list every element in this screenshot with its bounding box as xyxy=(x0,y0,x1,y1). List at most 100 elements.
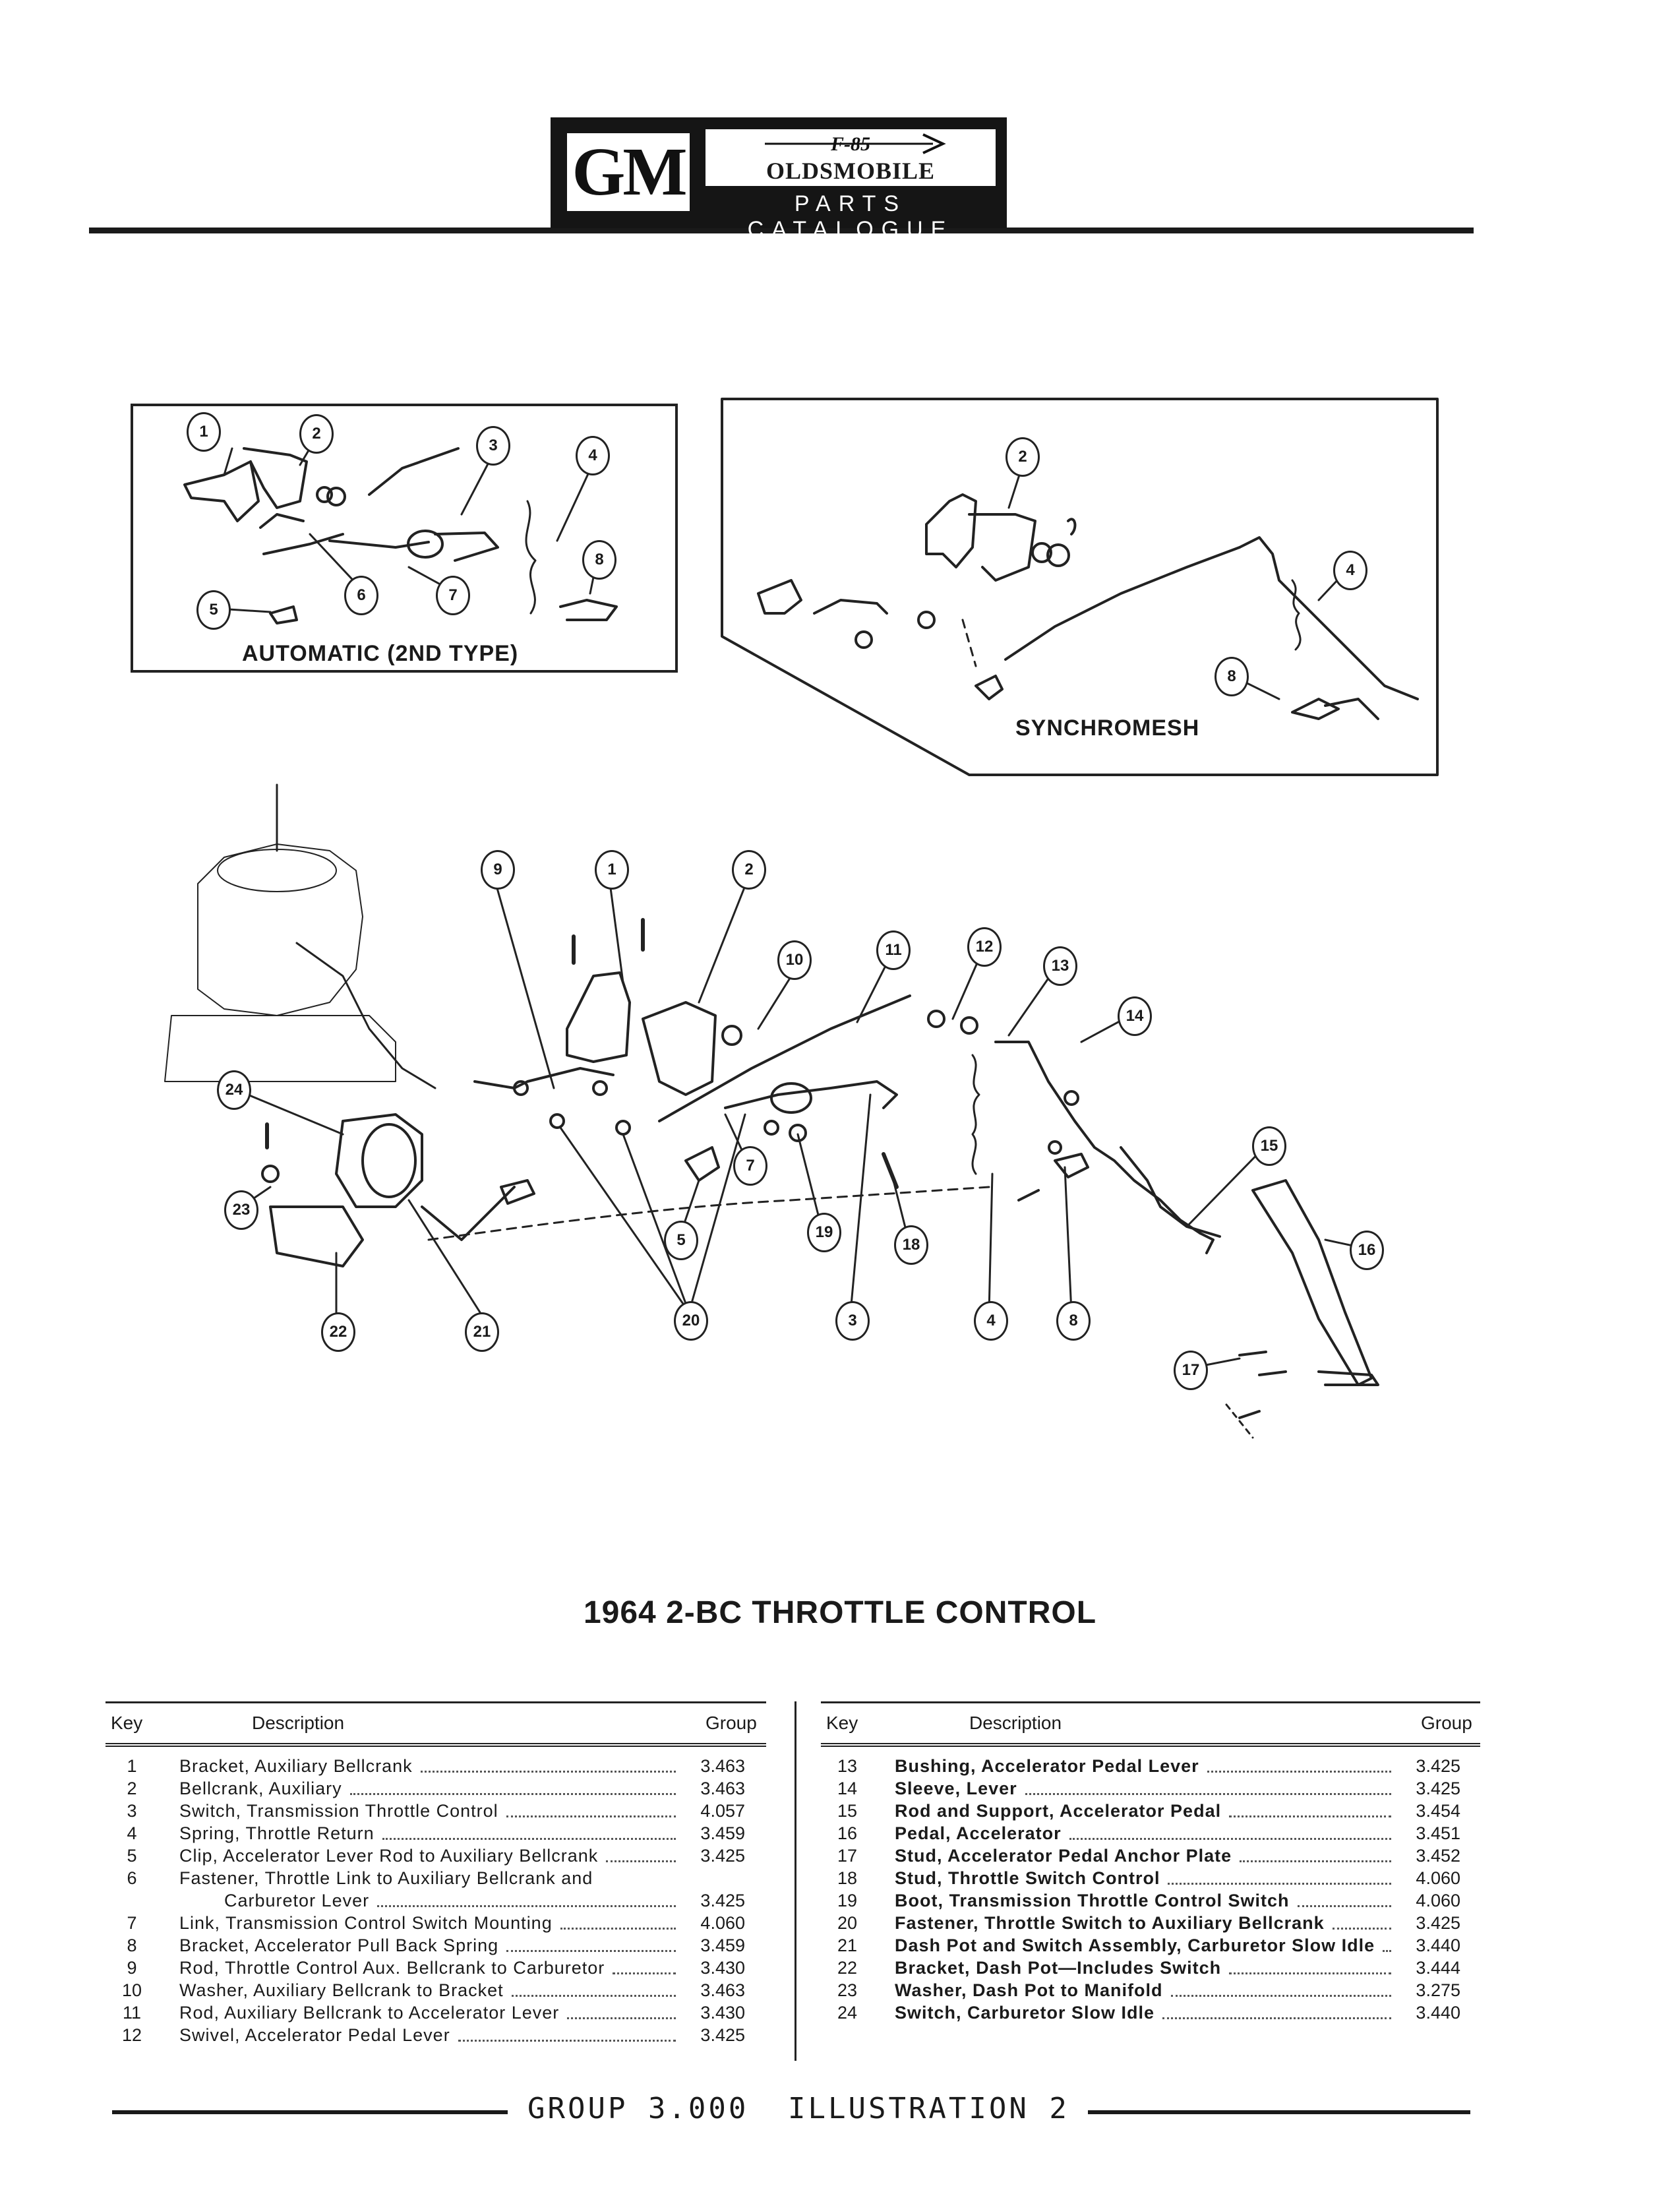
row-key: 5 xyxy=(127,1846,137,1866)
f85-arrow-logo: F-85 xyxy=(765,133,946,155)
brand-panel xyxy=(705,129,996,186)
row-group: 3.463 xyxy=(700,1980,745,2000)
callout-24: 24 xyxy=(217,1070,251,1110)
row-key: 8 xyxy=(127,1935,137,1955)
row-group: 3.425 xyxy=(700,1891,745,1910)
callout-auto-7: 7 xyxy=(436,576,470,615)
row-description: Stud, Throttle Switch Control xyxy=(895,1868,1160,1888)
callout-14: 14 xyxy=(1118,996,1152,1036)
row-leader-dots xyxy=(506,1950,676,1952)
row-group: 4.060 xyxy=(1416,1891,1460,1910)
callout-23: 23 xyxy=(224,1190,258,1230)
row-description: Bracket, Dash Pot—Includes Switch xyxy=(895,1958,1222,1978)
row-description: Bracket, Auxiliary Bellcrank xyxy=(179,1756,413,1776)
header-rule xyxy=(89,228,1474,233)
row-leader-dots xyxy=(1240,1860,1391,1862)
row-group: 4.057 xyxy=(700,1801,745,1821)
row-description: Boot, Transmission Throttle Control Swit… xyxy=(895,1891,1290,1910)
row-group: 4.060 xyxy=(700,1913,745,1933)
row-group: 3.452 xyxy=(1416,1846,1460,1866)
callout-8: 8 xyxy=(1056,1301,1091,1341)
row-group: 3.425 xyxy=(1416,1779,1460,1798)
gm-logo: GM xyxy=(563,129,694,215)
row-key: 9 xyxy=(127,1958,137,1978)
row-group: 4.060 xyxy=(1416,1868,1460,1888)
table-header: Key Description Group xyxy=(821,1701,1480,1747)
row-leader-dots xyxy=(1171,1995,1391,1997)
row-group: 3.444 xyxy=(1416,1958,1460,1978)
row-leader-dots xyxy=(421,1771,676,1773)
row-key: 21 xyxy=(837,1935,858,1955)
row-group: 3.440 xyxy=(1416,1935,1460,1955)
row-leader-dots xyxy=(560,1928,676,1930)
row-leader-dots xyxy=(1207,1771,1391,1773)
callout-3: 3 xyxy=(835,1301,870,1341)
callout-4: 4 xyxy=(974,1301,1008,1341)
row-key: 16 xyxy=(837,1823,858,1843)
header-description: Description xyxy=(969,1713,1062,1733)
row-description: Rod and Support, Accelerator Pedal xyxy=(895,1801,1222,1821)
table-divider xyxy=(795,1701,796,2061)
row-description: Rod, Auxiliary Bellcrank to Accelerator … xyxy=(179,2003,560,2023)
row-description: Switch, Carburetor Slow Idle xyxy=(895,2003,1155,2023)
row-key: 10 xyxy=(121,1980,142,2000)
row-leader-dots xyxy=(1025,1793,1391,1795)
row-key: 6 xyxy=(127,1868,137,1888)
row-leader-dots xyxy=(606,1860,676,1862)
callout-auto-2: 2 xyxy=(299,414,334,454)
row-group: 3.425 xyxy=(1416,1756,1460,1776)
callout-19: 19 xyxy=(807,1213,841,1252)
callout-17: 17 xyxy=(1174,1351,1208,1390)
row-description: Pedal, Accelerator xyxy=(895,1823,1062,1843)
callout-20: 20 xyxy=(674,1301,708,1341)
callout-auto-4: 4 xyxy=(576,436,610,475)
row-leader-dots xyxy=(377,1905,676,1907)
row-key: 7 xyxy=(127,1913,137,1933)
row-key: 23 xyxy=(837,1980,858,2000)
callout-22: 22 xyxy=(321,1312,355,1352)
callout-18: 18 xyxy=(894,1225,928,1265)
callout-21: 21 xyxy=(465,1312,499,1352)
callout-5: 5 xyxy=(664,1221,698,1260)
synchromesh-inset-label: SYNCHROMESH xyxy=(1015,716,1200,741)
callout-12: 12 xyxy=(967,927,1002,967)
callout-auto-8: 8 xyxy=(582,540,616,580)
row-key: 2 xyxy=(127,1779,137,1798)
row-leader-dots xyxy=(1383,1950,1391,1952)
row-key: 4 xyxy=(127,1823,137,1843)
row-description: Switch, Transmission Throttle Control xyxy=(179,1801,498,1821)
row-description: Rod, Throttle Control Aux. Bellcrank to … xyxy=(179,1958,605,1978)
row-key: 13 xyxy=(837,1756,858,1776)
header-group: Group xyxy=(1421,1713,1472,1733)
row-key: 3 xyxy=(127,1801,137,1821)
row-description: Washer, Auxiliary Bellcrank to Bracket xyxy=(179,1980,504,2000)
row-group: 3.430 xyxy=(700,2003,745,2023)
row-description: Link, Transmission Control Switch Mounti… xyxy=(179,1913,553,1933)
row-group: 3.459 xyxy=(700,1823,745,1843)
row-group: 3.275 xyxy=(1416,1980,1460,2000)
row-description: Carburetor Lever xyxy=(224,1891,370,1910)
callout-syn-8: 8 xyxy=(1215,657,1249,696)
row-leader-dots xyxy=(1229,1815,1391,1817)
row-group: 3.463 xyxy=(700,1779,745,1798)
illustration-title: 1964 2-BC THROTTLE CONTROL xyxy=(583,1595,1097,1630)
row-key: 24 xyxy=(837,2003,858,2023)
callout-15: 15 xyxy=(1252,1126,1286,1166)
row-description: Clip, Accelerator Lever Rod to Auxiliary… xyxy=(179,1846,599,1866)
